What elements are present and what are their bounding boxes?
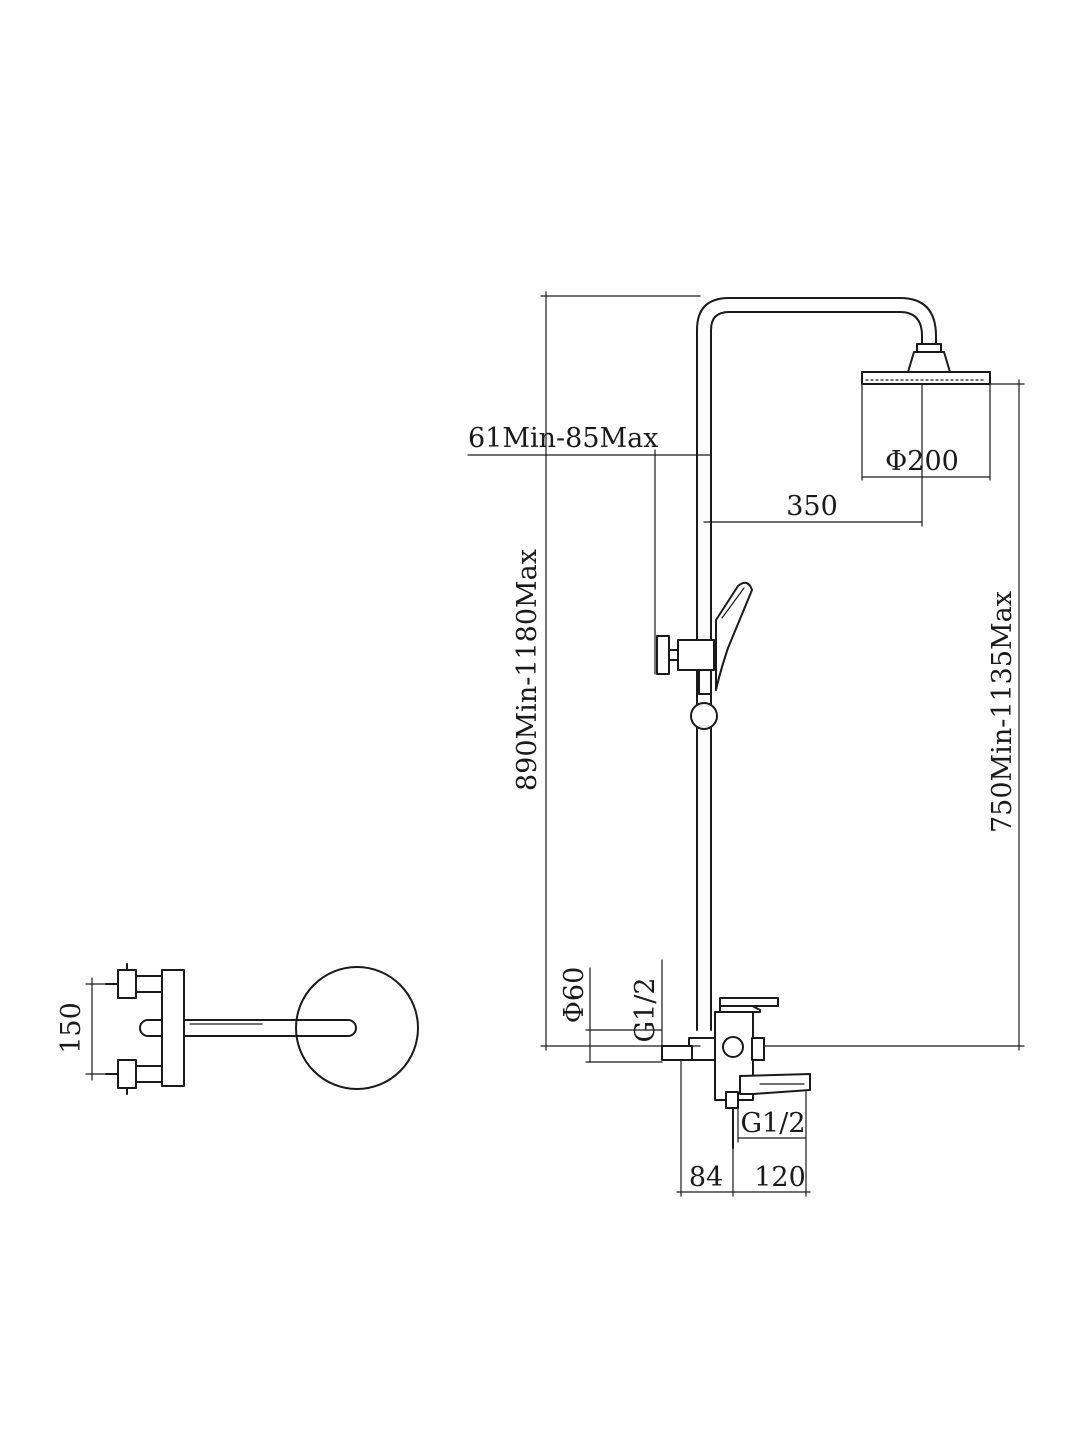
riser-rail xyxy=(696,297,937,1031)
total-height-label: 890Min-1180Max xyxy=(512,549,543,791)
inlet-thread-label: G1/2 xyxy=(630,977,661,1042)
outlet-thread-dimension xyxy=(737,1103,807,1143)
arm-reach-label: 350 xyxy=(786,491,838,522)
shower-head xyxy=(861,343,991,385)
depth-body-label: 84 xyxy=(689,1162,723,1193)
depth-dimensions xyxy=(676,1059,811,1197)
wall-flange-label: Φ60 xyxy=(559,967,590,1024)
inlet-spacing-dimension xyxy=(85,977,119,1081)
side-view: 890Min-1180Max 61Min-85Max Φ200 350 750M… xyxy=(467,291,1025,1197)
slide-offset-dimension xyxy=(467,449,712,675)
shower-height-dimension xyxy=(763,379,1025,1051)
bath-mixer xyxy=(661,997,811,1149)
head-plan-circle xyxy=(295,966,419,1090)
head-diameter-dimension xyxy=(861,383,991,481)
inlet-spacing-label: 150 xyxy=(56,1002,87,1054)
mixer-plan-body xyxy=(161,969,185,1087)
hand-shower xyxy=(656,581,753,730)
shower-height-label: 750Min-1135Max xyxy=(987,591,1018,833)
top-view: 150 xyxy=(56,963,419,1095)
slide-offset-label: 61Min-85Max xyxy=(468,423,658,454)
inlet-connector-top xyxy=(105,963,163,999)
arm-plan xyxy=(139,1019,357,1037)
arm-reach-dimension xyxy=(703,383,923,527)
outlet-thread-label: G1/2 xyxy=(740,1108,805,1139)
wall-flange-dimension xyxy=(585,967,663,1063)
inlet-connector-bottom xyxy=(105,1059,163,1095)
total-height-dimension xyxy=(540,291,701,1051)
spout-reach-label: 120 xyxy=(754,1162,806,1193)
